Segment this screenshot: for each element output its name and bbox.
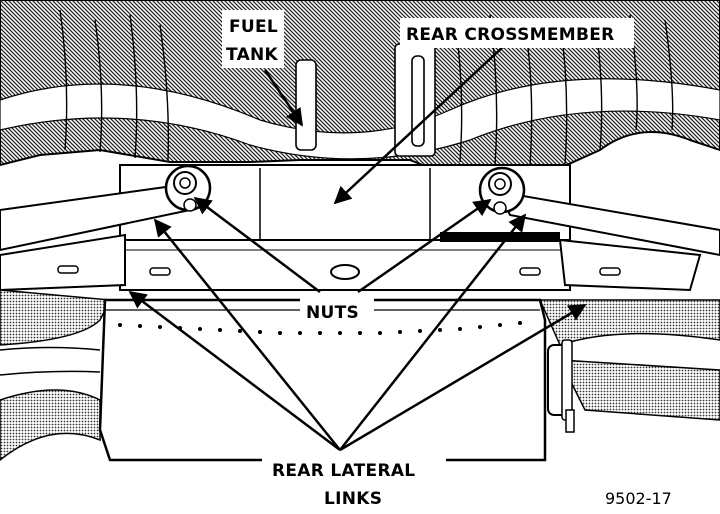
links-leader-4: [339, 303, 587, 452]
rear-lateral-links-label-line2: LINKS: [324, 489, 382, 509]
rear-crossmember-label: REAR CROSSMEMBER: [406, 25, 615, 45]
links-leader-1: [128, 290, 341, 451]
nuts-leader-right: [357, 198, 492, 294]
rear-lateral-links-label-line1: REAR LATERAL: [272, 461, 415, 481]
crossmember-leader: [333, 44, 506, 205]
links-leader-3: [339, 213, 527, 451]
links-leader-2: [153, 218, 341, 451]
lateral-link-right: [498, 190, 720, 292]
rear-crossmember: [119, 164, 571, 291]
muffler: [98, 298, 575, 462]
nuts-leader-left: [193, 196, 321, 293]
nut-right: [478, 166, 526, 215]
nuts-label: NUTS: [306, 303, 359, 323]
fuel-tank-label-line1: FUEL: [229, 17, 278, 37]
fuel-tank-leader: [263, 69, 304, 127]
fuel-tank-label-line2: TANK: [226, 45, 279, 65]
lower-body: [0, 289, 720, 461]
figure-number: 9502-17: [605, 489, 672, 508]
leader-lines: [128, 44, 587, 452]
lateral-link-left: [0, 183, 192, 292]
